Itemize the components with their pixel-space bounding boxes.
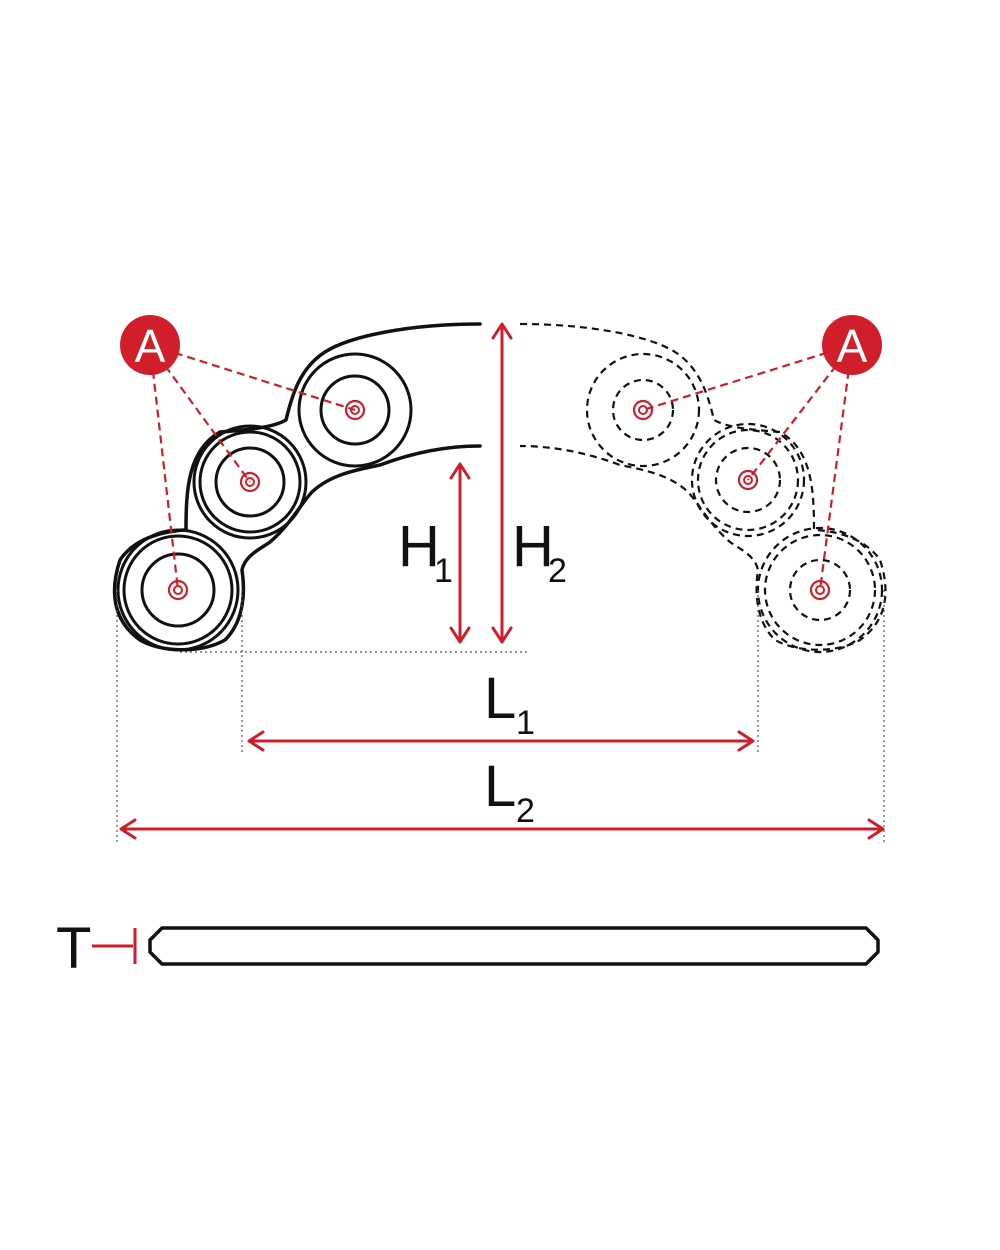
screw-hole-6: [809, 579, 831, 601]
h2-label: H: [512, 514, 554, 579]
callout-letter-right: A: [837, 320, 868, 372]
l2-arrow-left: [119, 818, 137, 840]
screw-hole-5: [737, 469, 759, 491]
l1-dimension: L 1: [247, 666, 755, 752]
callout-circle-left: [120, 315, 180, 375]
l1-arrow-right: [737, 730, 755, 752]
screw-hole-2-center: [245, 477, 255, 487]
hole-ring-inner-1: [319, 374, 391, 446]
callout-badge-right: A: [822, 315, 882, 375]
dashed-ring-outer-2: [690, 422, 806, 538]
dashed-ring-inner-1: [611, 378, 675, 442]
l2-label: L: [484, 754, 516, 819]
right-plate-half: [519, 322, 887, 654]
hole-ring-inner-2: [214, 446, 286, 518]
leader-right-1: [642, 343, 853, 412]
hole-ring-outer-1: [297, 352, 413, 468]
right-plate-outline: [519, 322, 887, 651]
extension-lines: [116, 590, 885, 842]
thickness-label: T: [56, 916, 91, 981]
left-plate-half: [112, 322, 482, 652]
hole-ring-outer-2: [192, 424, 308, 540]
dashed-ring-outer-1: [585, 352, 701, 468]
plate-side-profile: T: [56, 916, 880, 981]
dashed-ring-mid-2: [696, 428, 800, 532]
h1-dimension: H 1: [398, 462, 471, 644]
screw-hole-5-center: [743, 475, 753, 485]
l2-dimension: L 2: [119, 754, 885, 840]
screw-hole-3-center: [173, 585, 183, 595]
leader-right-3: [818, 344, 854, 591]
h1-arrow-top: [449, 462, 471, 480]
l2-subscript: 2: [516, 792, 535, 830]
screw-hole-6-center: [815, 585, 825, 595]
h2-dimension: H 2: [491, 322, 567, 644]
l1-arrow-left: [247, 730, 265, 752]
h1-arrow-bottom: [449, 626, 471, 644]
h2-arrow-top: [491, 322, 513, 340]
callout-badge-left: A: [120, 315, 180, 375]
hole-ring-outer-3: [116, 528, 240, 652]
screw-hole-4: [632, 399, 654, 421]
h1-subscript: 1: [434, 552, 453, 590]
l1-label: L: [484, 666, 516, 731]
side-profile-outline: [148, 926, 880, 966]
h2-subscript: 2: [548, 552, 567, 590]
screw-hole-1-center: [350, 405, 360, 415]
hole-ring-mid-2: [198, 430, 302, 534]
l1-subscript: 1: [516, 704, 535, 742]
dashed-ring-inner-3: [788, 558, 852, 622]
callout-letter-left: A: [135, 320, 166, 372]
dashed-ring-inner-2: [714, 446, 782, 514]
left-plate-outline: [112, 322, 482, 652]
hole-ring-mid-3: [122, 534, 234, 646]
l2-arrow-right: [867, 818, 885, 840]
leader-left-3: [148, 344, 180, 591]
callout-circle-right: [822, 315, 882, 375]
screw-hole-1: [344, 399, 366, 421]
leader-left-1: [149, 343, 356, 412]
h1-label: H: [398, 514, 440, 579]
screw-hole-2: [239, 471, 261, 493]
h2-arrow-bottom: [491, 626, 513, 644]
hole-ring-inner-3: [140, 552, 216, 628]
screw-hole-4-center: [638, 405, 648, 415]
dashed-ring-mid-3: [763, 533, 877, 647]
